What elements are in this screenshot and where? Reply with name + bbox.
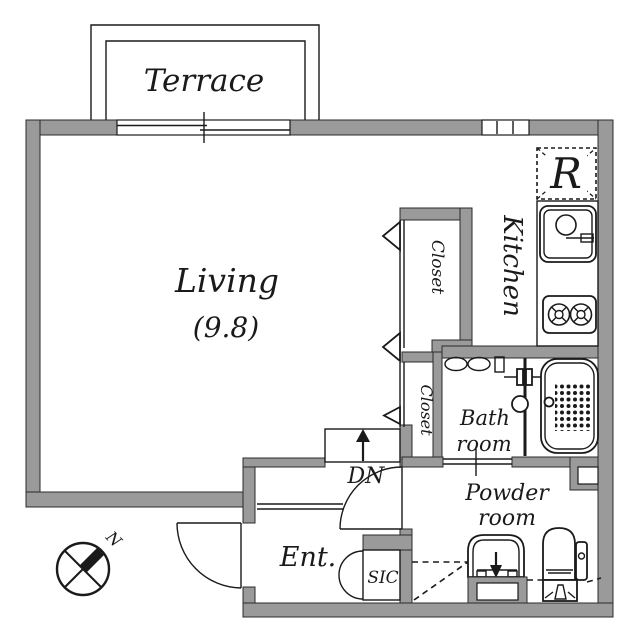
refrigerator-letter-bg [547, 153, 587, 194]
bath-counter-item-2 [467, 356, 491, 372]
sic-door-arc-bottom [338, 574, 364, 600]
stove-burner-right [569, 303, 593, 326]
wall-kitchen-west [459, 207, 473, 349]
wall-bottom [242, 602, 614, 618]
bath-counter-item-3 [494, 356, 505, 373]
terrace-inner-rail [105, 40, 306, 120]
compass-circle [55, 541, 111, 597]
closet-upper-label: Closet [427, 240, 447, 294]
bath-faucet-valve-1 [516, 368, 524, 386]
wall-sic-top [362, 534, 413, 551]
closet-door-marker-3 [382, 405, 401, 426]
wall-bath-south-left [401, 456, 444, 468]
powder-label-2: room [478, 506, 536, 531]
toilet-cistern [575, 541, 588, 581]
compass-north-label: N [102, 527, 127, 552]
terrace-label: Terrace [144, 63, 264, 99]
clearance-dash-2 [413, 561, 469, 601]
washer-inner [472, 539, 520, 577]
toilet-bowl [554, 584, 567, 600]
living-label: Living [174, 261, 279, 300]
bathtub-inner [544, 362, 595, 450]
sink-drain [555, 214, 577, 236]
dn-label: DN [347, 464, 386, 489]
toilet-bowl-tick-1 [544, 591, 554, 599]
washer-arrow-head [490, 565, 502, 578]
toilet-bowl-tick-2 [567, 591, 576, 599]
bathroom: Bath room [443, 356, 599, 476]
kitchen-counter [536, 200, 599, 347]
washer-pedestal-void [476, 582, 519, 601]
toilet-bowl-box [542, 579, 578, 602]
wall-right [597, 119, 614, 618]
compass-north-wedge [79, 548, 104, 573]
front-door [176, 522, 242, 589]
wall-living-entry [242, 457, 326, 468]
kitchen-window [481, 119, 530, 136]
wall-openings [116, 112, 530, 143]
sic-label: SIC [367, 568, 398, 588]
landing-box [324, 428, 401, 463]
powder-room: Powder room [412, 481, 602, 604]
closet-lower: Closet [382, 362, 436, 436]
living-area-label: (9.8) [193, 311, 259, 344]
refrigerator-box [536, 147, 597, 200]
bath-label-1: Bath [459, 406, 510, 430]
powder-label-1: Powder [464, 481, 550, 506]
closet-door-marker-1 [381, 220, 401, 252]
kitchen-sink [539, 205, 597, 263]
front-door-arc [176, 522, 242, 589]
refrigerator-label: R [549, 149, 582, 198]
bath-counter-item-1 [444, 356, 468, 372]
toilet [542, 527, 588, 602]
wall-entry-west-upper [242, 457, 256, 524]
entrance-label: Ent. [279, 542, 337, 573]
walls [25, 119, 614, 618]
wall-left [25, 119, 41, 508]
stairs-landing: DN [324, 428, 403, 530]
wall-bath-north [441, 345, 599, 359]
living-room: Living (9.8) [174, 261, 279, 344]
clearance-dash-4 [586, 577, 602, 583]
closet-door-marker-2 [381, 331, 401, 363]
bath-label-2: room [456, 432, 511, 456]
landing-door-arc [339, 466, 403, 530]
bathtub-mat [555, 384, 592, 431]
wall-entry-west-lower [242, 586, 256, 604]
up-arrow-head [356, 429, 370, 442]
wall-living-south [25, 491, 244, 508]
terrace: Terrace [90, 24, 320, 120]
washer [467, 534, 525, 578]
stove-burner-left [547, 303, 571, 326]
sink-faucet-base [580, 233, 594, 243]
toilet-button [577, 552, 586, 560]
sic-door-arc-top [338, 550, 364, 576]
kitchen: Kitchen R [497, 147, 599, 347]
entrance: Ent. SIC [176, 503, 401, 601]
shoe-closet: SIC [338, 549, 401, 601]
closet-upper: Closet [381, 220, 447, 363]
bath-faucet-valve-2 [525, 368, 533, 386]
toilet-tank [542, 527, 576, 581]
terrace-outer-rail [90, 24, 320, 120]
kitchen-label: Kitchen [497, 214, 527, 317]
refrigerator: R [536, 147, 597, 200]
bathtub-drain [543, 396, 555, 408]
bath-stool [511, 395, 529, 413]
pipe-shaft-void [577, 466, 599, 485]
bathtub [540, 358, 599, 454]
sic-box [362, 549, 401, 601]
stove [542, 295, 597, 334]
compass: N [55, 527, 127, 597]
closet-lower-label: Closet [417, 384, 436, 436]
